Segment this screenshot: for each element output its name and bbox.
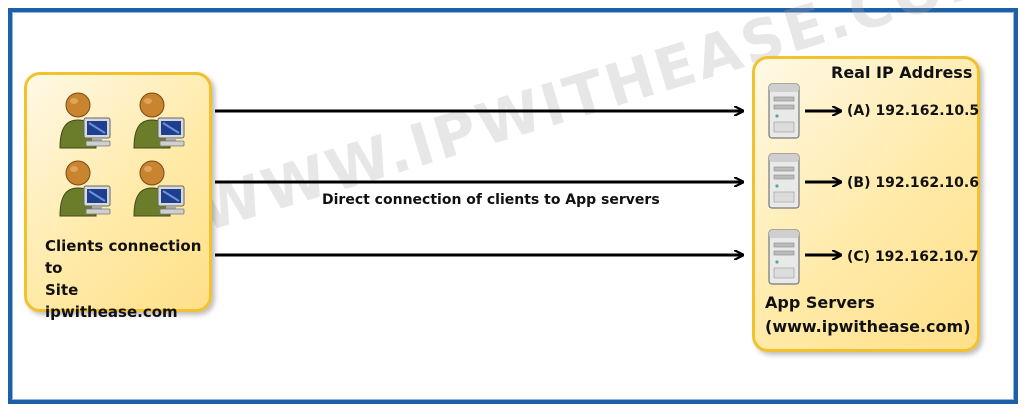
app-servers-label-line1: App Servers: [765, 293, 875, 312]
app-servers-label: App Servers (www.ipwithease.com): [765, 291, 975, 339]
clients-label-line1: Clients connection to: [45, 237, 202, 277]
server-ip-b: (B) 192.162.10.6: [847, 175, 979, 191]
real-ip-title: Real IP Address: [831, 63, 973, 82]
app-servers-label-line2: (www.ipwithease.com): [765, 317, 971, 336]
connection-label: Direct connection of clients to App serv…: [322, 192, 660, 208]
server-ip-a: (A) 192.162.10.5: [847, 103, 980, 119]
server-ip-c: (C) 192.162.10.7: [847, 249, 979, 265]
clients-panel: Clients connection to Site ipwithease.co…: [24, 72, 212, 321]
clients-label: Clients connection to Site ipwithease.co…: [45, 235, 215, 323]
clients-label-line2: Site ipwithease.com: [45, 281, 178, 321]
